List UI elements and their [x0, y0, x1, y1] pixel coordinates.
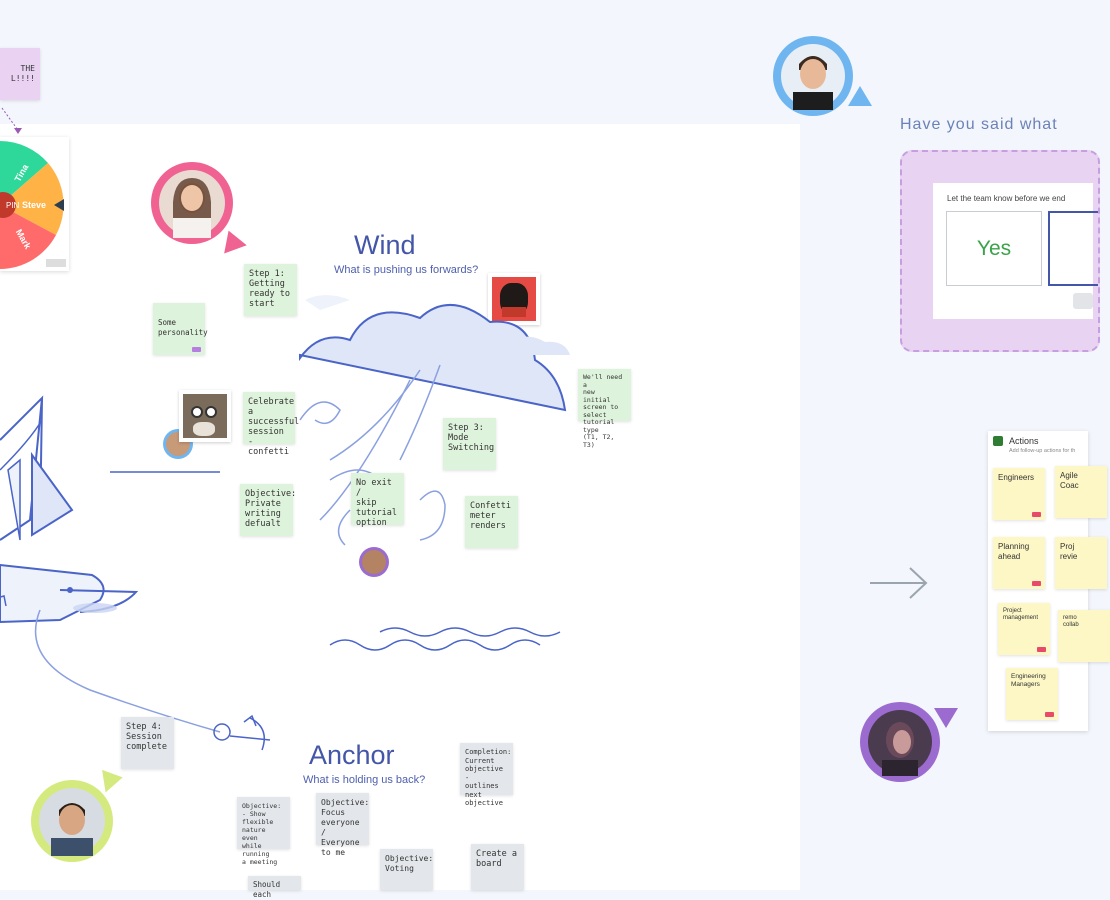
- action-note-engineers[interactable]: Engineers: [993, 468, 1045, 520]
- action-note-project-review[interactable]: Proj revie: [1055, 537, 1107, 589]
- banner-sticky-note[interactable]: THE L!!!!: [0, 48, 40, 100]
- sticky-celebrate[interactable]: Celebrate a successful session - confett…: [243, 392, 299, 457]
- note-text: Project management: [1003, 608, 1039, 621]
- dog-photo[interactable]: [488, 273, 540, 325]
- avatar-small-hat[interactable]: [359, 547, 389, 577]
- sticky-completion[interactable]: Completion: Current objective - outlines…: [460, 743, 513, 807]
- sticky-text: Some personality: [158, 318, 208, 337]
- anchor-title: Anchor: [309, 740, 395, 770]
- spinner-wheel-card[interactable]: PIN Tina Steve Mark: [0, 137, 69, 271]
- poll-yes-label: Yes: [976, 236, 1012, 260]
- sticky-step-4[interactable]: Step 4: Session complete: [121, 717, 174, 769]
- avatar-man-lime[interactable]: [31, 780, 113, 862]
- poll-prompt: Let the team know before we end: [947, 194, 1066, 203]
- note-text: remo collab: [1063, 615, 1079, 628]
- poll-yes-button[interactable]: Yes: [946, 211, 1042, 286]
- sticky-some-personality[interactable]: Some personality: [153, 303, 208, 355]
- cursor-purple-icon: [934, 708, 958, 728]
- action-note-project-management[interactable]: Project management: [998, 603, 1050, 655]
- poll-card[interactable]: Let the team know before we end Yes: [933, 183, 1098, 319]
- sticky-should-each[interactable]: Should each: [248, 876, 301, 899]
- note-text: Engineers: [998, 473, 1035, 482]
- action-note-eng-managers[interactable]: Engineering Managers: [1006, 668, 1058, 720]
- sticky-create-board[interactable]: Create a board: [471, 844, 524, 890]
- sticky-objective-private[interactable]: Objective: Private writing defualt: [240, 484, 296, 536]
- action-note-agile[interactable]: Agile Coac: [1055, 466, 1107, 518]
- spinner-pointer-icon: [54, 199, 64, 211]
- sticky-objective-focus[interactable]: Objective: Focus everyone / Everyone to …: [316, 793, 369, 857]
- actions-subtitle: Add follow-up actions for th: [1009, 448, 1076, 454]
- note-text: Proj revie: [1060, 542, 1078, 561]
- poll-question: Have you said what: [900, 116, 1058, 133]
- note-text: Engineering Managers: [1011, 673, 1046, 688]
- poll-no-button[interactable]: [1048, 211, 1098, 286]
- right-arrow-icon: [870, 567, 928, 599]
- spinner-center-label: PIN: [6, 201, 20, 210]
- wind-title: Wind: [354, 230, 416, 260]
- cursor-blue-icon: [848, 86, 872, 106]
- poll-submit-button[interactable]: [1073, 293, 1093, 309]
- spinner-label-steve: Steve: [22, 200, 46, 210]
- wind-subtitle: What is pushing us forwards?: [334, 264, 479, 276]
- sailboat-illustration: [0, 295, 570, 751]
- actions-icon: [993, 436, 1003, 446]
- googly-eyes-photo[interactable]: [179, 390, 231, 442]
- sticky-objective-show[interactable]: Objective: - Show flexible nature even w…: [237, 797, 290, 866]
- sticky-new-screen[interactable]: We'll need a new initial screen to selec…: [578, 369, 631, 448]
- avatar-man-blue[interactable]: [773, 36, 853, 116]
- sticky-objective-voting[interactable]: Objective: Voting: [380, 849, 433, 890]
- sticky-confetti-meter[interactable]: Confetti meter renders: [465, 496, 518, 548]
- actions-title: Actions: [1009, 436, 1039, 446]
- note-text: Agile Coac: [1060, 471, 1079, 490]
- sticky-no-exit[interactable]: No exit / skip tutorial option: [351, 473, 404, 528]
- action-note-planning[interactable]: Planning ahead: [993, 537, 1045, 589]
- avatar-woman-purple[interactable]: [860, 702, 940, 782]
- dotted-connector-arrow: [1, 107, 22, 134]
- avatar-woman-pink[interactable]: [151, 162, 233, 244]
- action-note-remote[interactable]: remo collab: [1058, 610, 1110, 662]
- note-text: Planning ahead: [998, 542, 1030, 561]
- spinner-wheel[interactable]: PIN Tina Steve Mark: [0, 137, 69, 271]
- sticky-step-1[interactable]: Step 1: Getting ready to start: [244, 264, 297, 316]
- sticky-step-3[interactable]: Step 3: Mode Switching: [443, 418, 496, 470]
- anchor-subtitle: What is holding us back?: [303, 774, 426, 786]
